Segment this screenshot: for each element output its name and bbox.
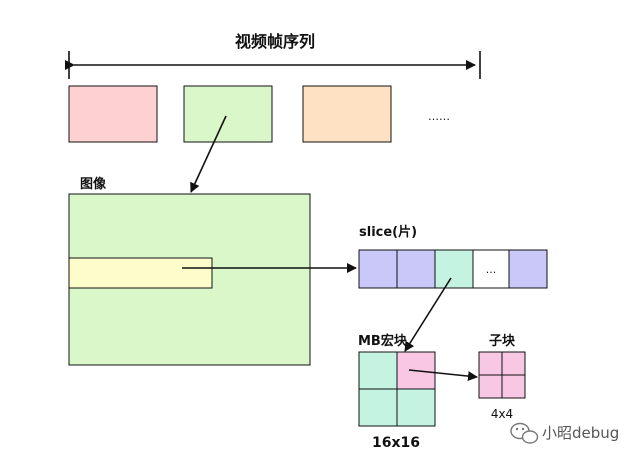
wechat-icon bbox=[510, 422, 539, 444]
arrow-frame-to-image bbox=[190, 115, 227, 193]
subblock-cell-br bbox=[501, 374, 526, 399]
subblock-cell-bl bbox=[478, 374, 503, 399]
slice-ellipsis: ... bbox=[486, 263, 497, 276]
mb-cell-br bbox=[396, 388, 436, 427]
image-title: 图像 bbox=[80, 176, 107, 192]
watermark-text: 小昭debug bbox=[542, 424, 619, 442]
frame-1 bbox=[68, 85, 158, 143]
arrow-slice-to-mb bbox=[404, 277, 452, 352]
mb-size-label: 16x16 bbox=[372, 435, 420, 451]
frames-ellipsis: …… bbox=[428, 110, 450, 123]
arrow-mb-to-subblock bbox=[408, 369, 478, 382]
slice-cell-3 bbox=[434, 249, 474, 289]
mb-cell-tl bbox=[358, 351, 398, 390]
subblock-title: 子块 bbox=[489, 333, 516, 349]
mb-cell-bl bbox=[358, 388, 398, 427]
frame-3 bbox=[302, 85, 392, 143]
slice-cell-5 bbox=[508, 249, 548, 289]
subblock-cell-tl bbox=[478, 351, 503, 376]
subblock-cell-tr bbox=[501, 351, 526, 376]
mb-title: MB宏块 bbox=[358, 333, 408, 349]
frame-2 bbox=[183, 85, 273, 143]
slice-cell-2 bbox=[396, 249, 436, 289]
subblock-size-label: 4x4 bbox=[491, 407, 513, 421]
slice-cell-1 bbox=[358, 249, 398, 289]
slice-title: slice(片) bbox=[359, 224, 417, 240]
image-slice-strip bbox=[68, 257, 213, 289]
sequence-title: 视频帧序列 bbox=[235, 32, 315, 51]
